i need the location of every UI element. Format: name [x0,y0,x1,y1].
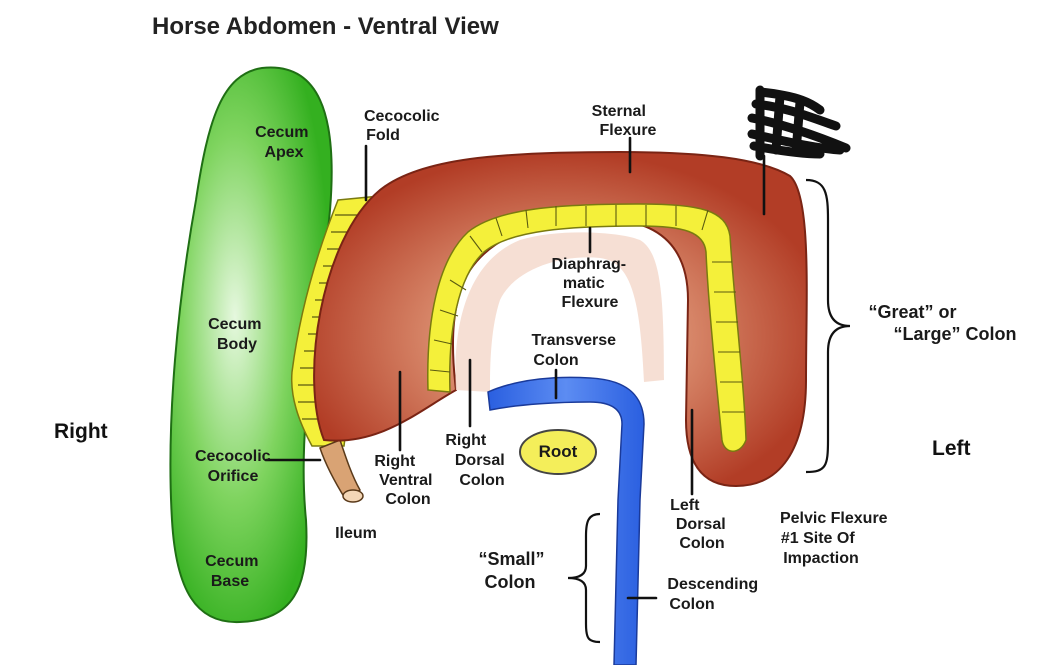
scribble-mark [747,85,851,161]
label-left-dorsal-3: Colon [679,535,724,552]
label-right-side: Right [54,420,108,443]
svg-text:Cecum Apex: Cecum Apex [255,124,313,161]
label-small-colon-2: Colon [485,572,536,592]
svg-text:Pelvic Flexure #1 Site O: Pelvic Flexure #1 Site Of Impaction [780,510,892,567]
great-colon-brace [805,178,851,474]
svg-text:Cecocolic Orifice: Cecocolic Orifice [195,448,275,485]
label-sternal-flexure-1: Sternal [592,103,646,120]
label-cecum-body-1: Cecum [208,316,261,333]
label-diaphragmatic-2: matic [563,275,605,292]
svg-text:Cecum Base: Cecum Base [205,553,263,590]
small-colon-brace [567,512,601,644]
label-cecum-apex-1: Cecum [255,124,308,141]
label-descending-1: Descending [667,576,758,593]
svg-text:Sternal Flexure: Sternal Flexure [592,103,657,139]
label-left-side: Left [932,437,971,460]
labels: Cecum Apex Cecocolic Fold Sternal Flexur… [195,103,1017,613]
band-ticks [429,205,744,413]
page-title: Horse Abdomen - Ventral View [152,13,499,40]
label-diaphragmatic-1: Diaphrag- [551,256,626,273]
label-cecocolic-fold-1: Cecocolic [364,108,440,125]
label-descending-2: Colon [669,596,714,613]
label-left-dorsal-2: Dorsal [676,516,726,533]
svg-text:“Small” Colon: “Small” Colon [478,549,549,592]
svg-text:Diaphrag- matic Fl: Diaphrag- matic Flexure [551,256,630,311]
diaphragmatic-flexure-lumen [455,232,664,392]
label-right-dorsal-3: Colon [459,472,504,489]
root-shape [519,429,597,475]
svg-text:Cecocolic Fold: Cecocolic Fold [364,108,444,144]
label-right-ventral-2: Ventral [379,472,432,489]
ileum [319,439,361,502]
label-pelvic-flexure-1: Pelvic Flexure [780,510,888,527]
label-cecum-apex-2: Apex [264,144,303,161]
label-left-dorsal-1: Left [670,497,700,514]
small-colon [487,376,645,665]
label-cecum-body-2: Body [217,336,257,353]
label-cecum-base-1: Cecum [205,553,258,570]
label-pelvic-flexure-2: #1 Site Of [781,530,855,547]
label-ileum: Ileum [335,525,377,542]
label-cecum-base-2: Base [211,573,249,590]
label-small-colon-1: “Small” [478,549,544,569]
label-transverse-1: Transverse [532,332,617,349]
label-great-colon-2: “Large” Colon [893,324,1016,344]
svg-text:“Great” or “Large” Colon: “Great” or “Large” Colon [868,302,1016,344]
svg-text:Descending Colon: Descending Colon [667,576,762,613]
colic-band [427,203,747,452]
svg-text:Right Ventral Colo: Right Ventral Colon [374,453,437,508]
label-cecocolic-orifice-2: Orifice [208,468,259,485]
label-cecocolic-orifice-1: Cecocolic [195,448,271,465]
label-transverse-2: Colon [533,352,578,369]
svg-text:Left Dorsal Colon: Left Dorsal Colon [670,497,730,552]
label-diaphragmatic-3: Flexure [562,294,619,311]
svg-text:Right Dorsal Colon: Right Dorsal Colon [445,432,509,489]
label-pelvic-flexure-3: Impaction [783,550,859,567]
leader-lines [264,136,766,600]
cecum [169,66,333,624]
label-right-dorsal-1: Right [445,432,487,449]
label-sternal-flexure-2: Flexure [600,122,657,139]
svg-text:Transverse Colon: Transverse Colon [532,332,621,369]
label-great-colon-1: “Great” or [868,302,956,322]
label-right-ventral-3: Colon [385,491,430,508]
svg-text:Cecum Body: Cecum Body [208,316,266,353]
label-root: Root [539,442,578,461]
label-right-dorsal-2: Dorsal [455,452,505,469]
label-right-ventral-1: Right [374,453,416,470]
label-cecocolic-fold-2: Fold [366,127,400,144]
ileum-end [342,489,364,503]
